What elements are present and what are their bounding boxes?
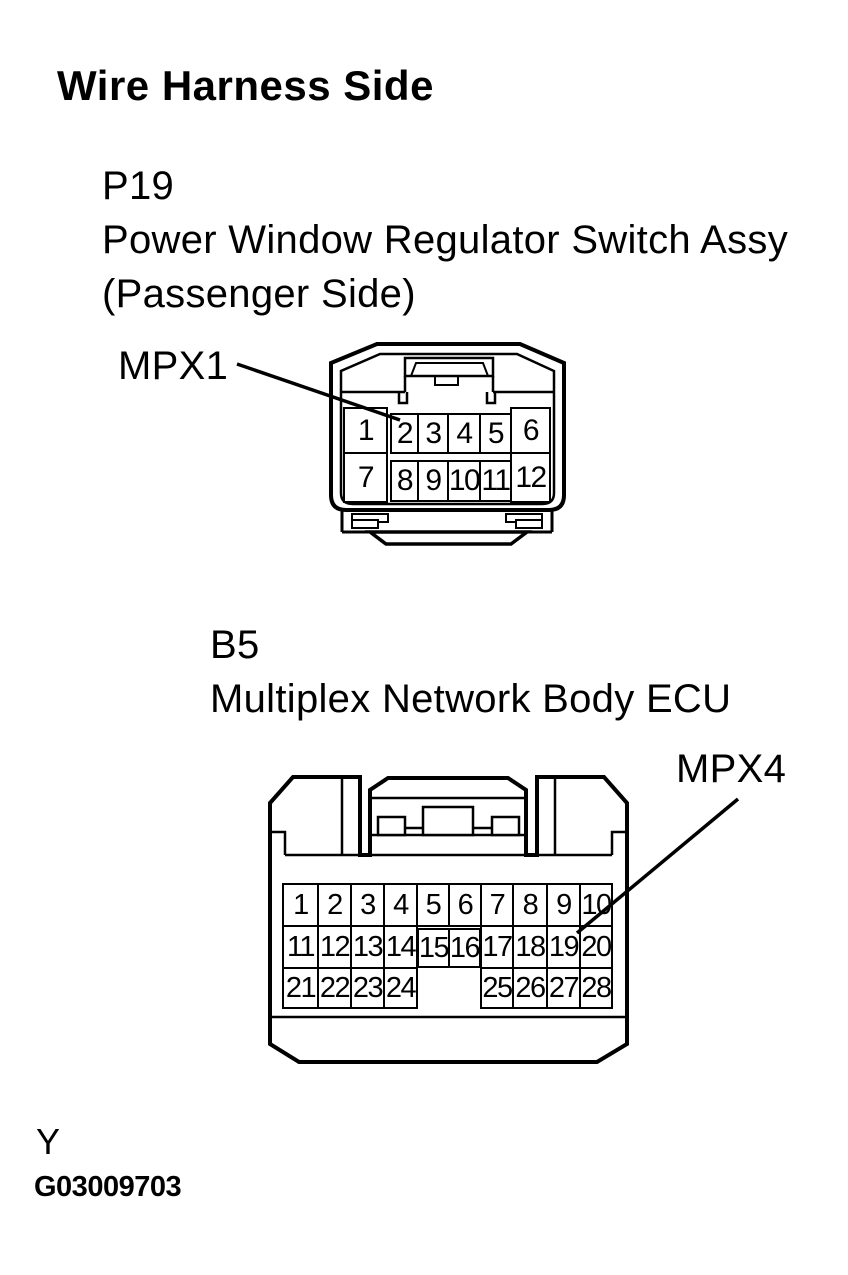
p19-pin-cell-11: 11 [479,460,512,502]
page-title: Wire Harness Side [57,62,434,109]
b5-pin-cell-12: 12 [317,925,352,969]
b5-pin-cell-9: 9 [546,883,581,927]
p19-pin-cell-7: 7 [343,452,388,503]
b5-pin-cell-11: 11 [282,925,319,969]
p19-pin-cell-8: 8 [390,460,419,502]
b5-pin-cell-18: 18 [512,925,548,969]
b5-pin-cell-1: 1 [282,883,319,927]
figure-code: G03009703 [34,1171,182,1203]
b5-pin-cell-21: 21 [282,967,319,1009]
p19-connector-name-sub: (Passenger Side) [102,272,416,316]
b5-pin-cell-23: 23 [350,967,385,1009]
b5-pin-cell-8: 8 [512,883,548,927]
b5-pin-cell-20: 20 [579,925,613,969]
b5-pin-cell-10: 10 [579,883,613,927]
page-marker: Y [36,1121,61,1162]
mpx1-label: MPX1 [118,344,229,388]
b5-pin-cell-14: 14 [383,925,418,969]
b5-pin-cell-15: 15 [417,928,450,968]
b5-pin-cell-19: 19 [546,925,581,969]
p19-pin-cell-4: 4 [447,413,481,454]
b5-pin-cell-6: 6 [448,883,482,927]
b5-pin-cell-28: 28 [579,967,613,1009]
mpx4-label: MPX4 [676,747,787,791]
p19-pin-cell-12: 12 [510,452,551,503]
b5-pin-cell-5: 5 [416,883,450,927]
b5-pin-cell-26: 26 [512,967,548,1009]
b5-pin-cell-24: 24 [383,967,418,1009]
b5-pin-cell-3: 3 [350,883,385,927]
p19-connector-name: Power Window Regulator Switch Assy [102,218,789,262]
b5-pin-cell-13: 13 [350,925,385,969]
b5-pin-cell-7: 7 [480,883,514,927]
b5-pin-cell-16: 16 [448,928,481,968]
b5-connector-code: B5 [210,623,260,667]
b5-pin-cell-4: 4 [383,883,418,927]
b5-pin-cell-17: 17 [480,925,514,969]
b5-pin-cell-25: 25 [480,967,514,1009]
b5-pin-cell-27: 27 [546,967,581,1009]
b5-connector-name: Multiplex Network Body ECU [210,677,732,721]
p19-connector-code: P19 [102,164,175,208]
b5-pin-cell-22: 22 [317,967,352,1009]
b5-pin-cell-2: 2 [317,883,352,927]
